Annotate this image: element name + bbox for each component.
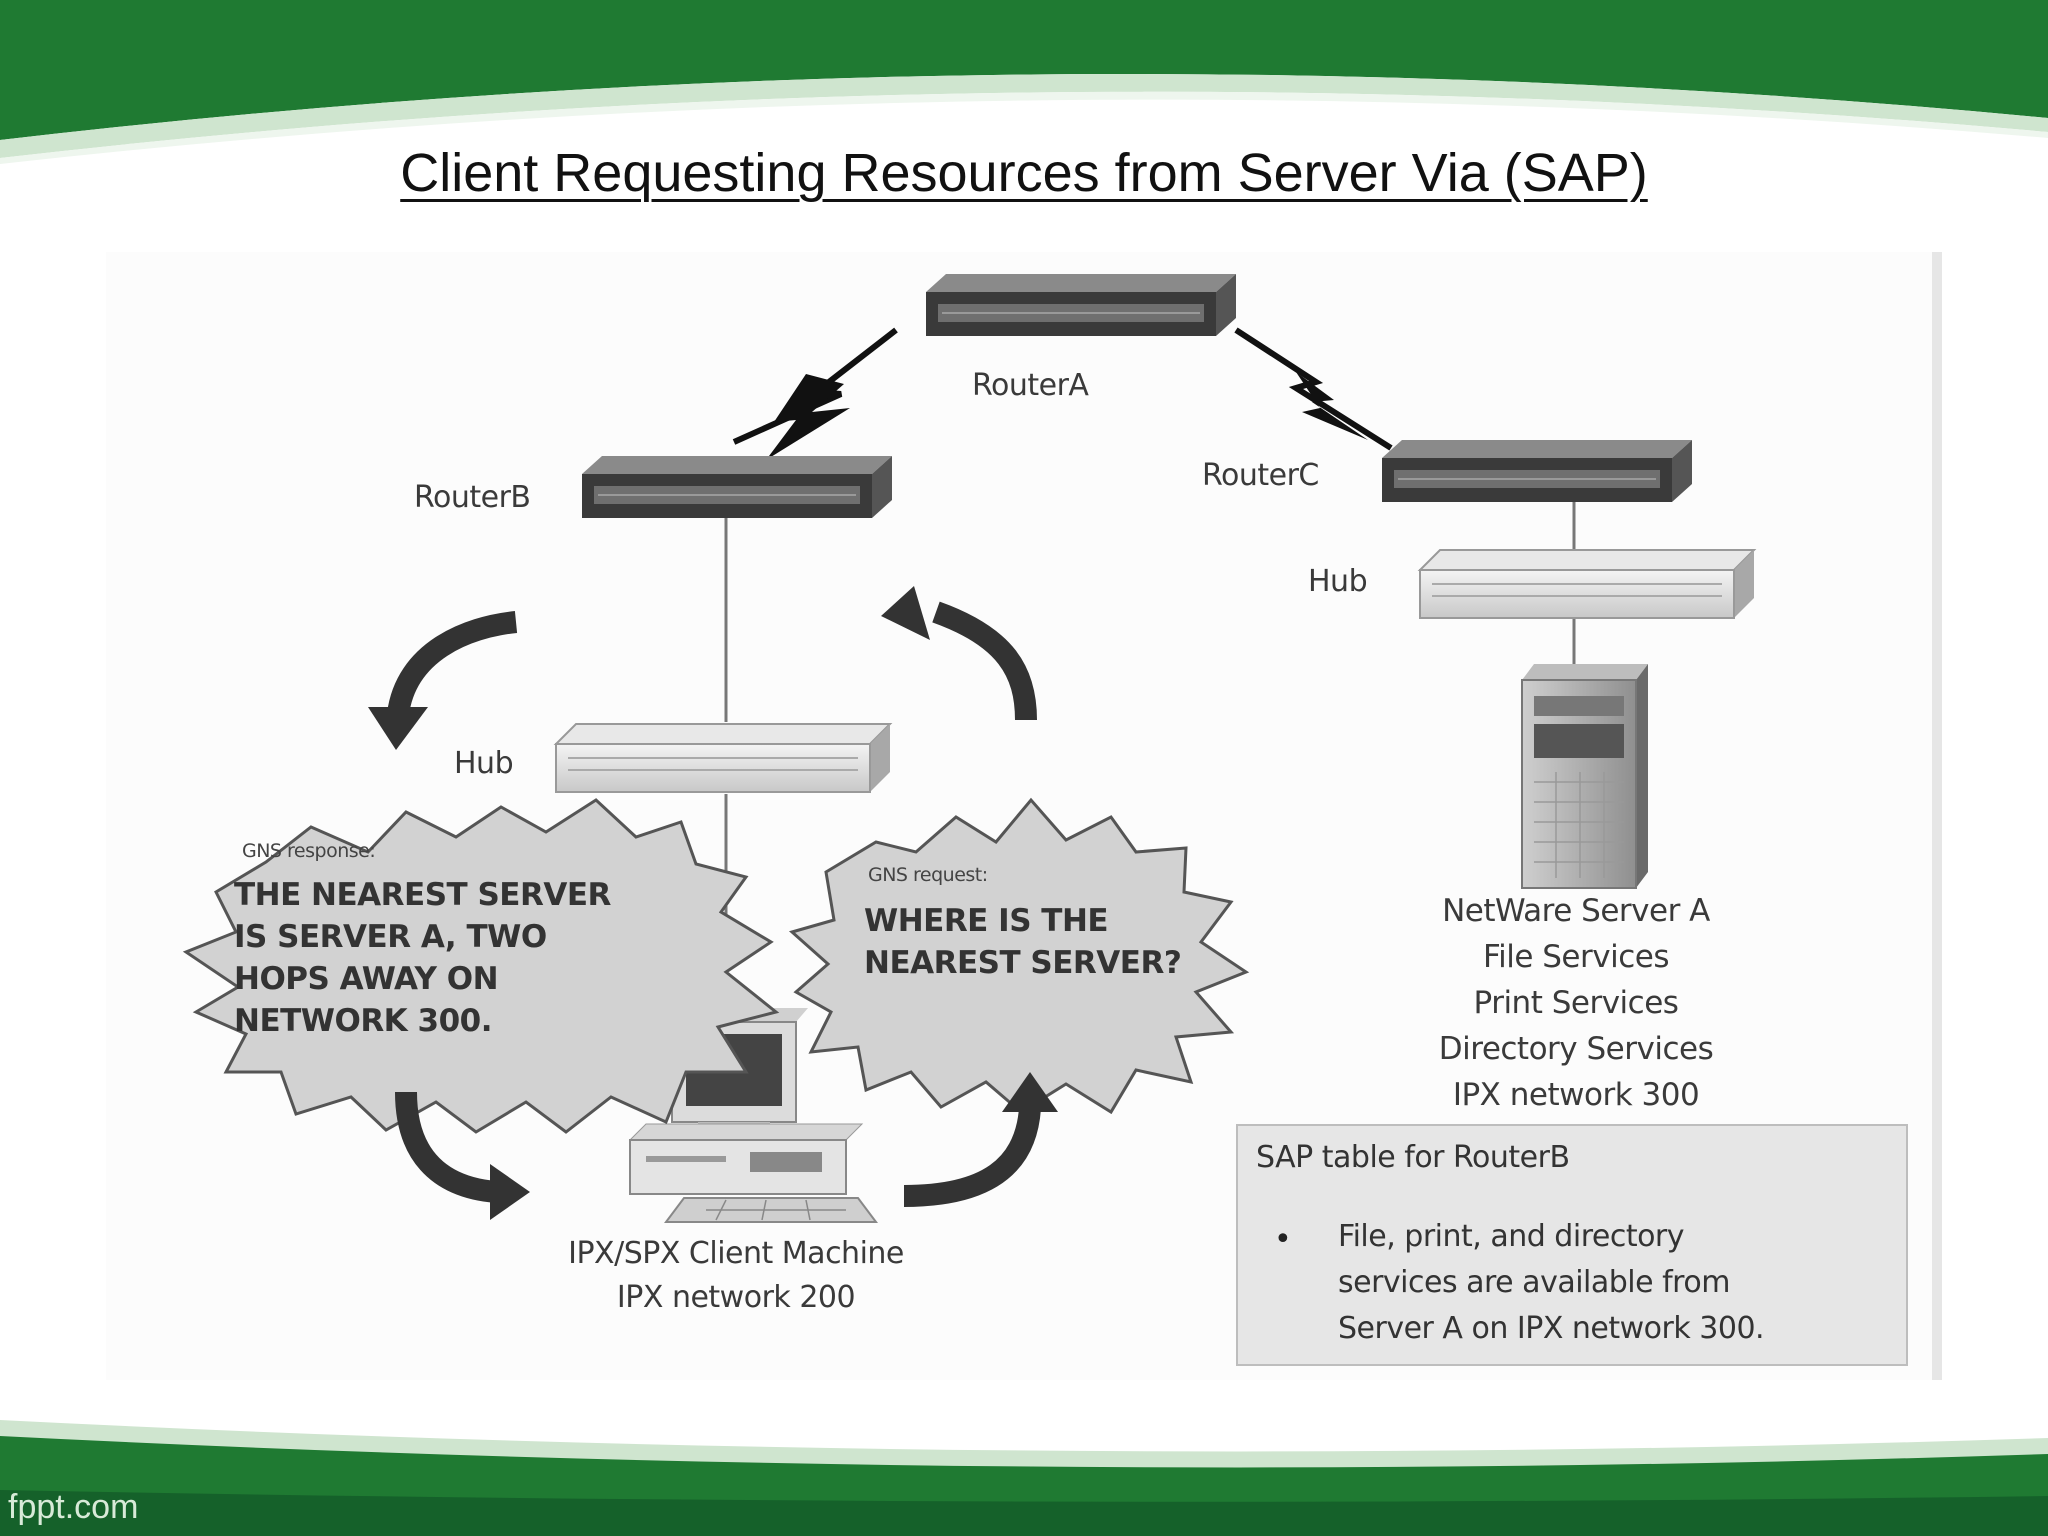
- sap-table-line: File, print, and directory: [1338, 1219, 1685, 1254]
- gns-response-line: NETWORK 300.: [234, 1003, 492, 1039]
- sap-table-title: SAP table for RouterB: [1256, 1140, 1570, 1175]
- top-header-band: [0, 0, 2048, 164]
- client-machine-label: IPX/SPX Client Machine IPX network 200: [526, 1232, 946, 1320]
- gns-response-text: THE NEAREST SERVER IS SERVER A, TWO HOPS…: [234, 874, 611, 1042]
- server-line: Directory Services: [1438, 1031, 1714, 1067]
- hub-left-label: Hub: [454, 746, 514, 781]
- sap-table-line: services are available from: [1338, 1265, 1730, 1300]
- server-line: IPX network 300: [1452, 1077, 1700, 1113]
- sap-table-line: Server A on IPX network 300.: [1338, 1311, 1765, 1346]
- sap-table-bullet: •: [1274, 1222, 1292, 1257]
- lightning-bolt-icon: [766, 374, 850, 460]
- router-c-icon: [1382, 440, 1692, 502]
- gns-request-line: WHERE IS THE: [864, 903, 1109, 939]
- sap-table-box: SAP table for RouterB • File, print, and…: [1236, 1124, 1908, 1366]
- flow-arrow-response-to-client-icon: [395, 1091, 530, 1220]
- router-b-icon: [582, 456, 892, 518]
- netware-server-label: NetWare Server A File Services Print Ser…: [1356, 888, 1796, 1118]
- router-a-icon: [926, 274, 1236, 336]
- netware-server-icon: [1521, 664, 1648, 889]
- brand-footer-text: fppt.com: [8, 1488, 139, 1526]
- gns-request-caption: GNS request:: [868, 864, 988, 886]
- gns-request-bubble-shape: [788, 797, 1250, 1115]
- client-machine-line: IPX/SPX Client Machine: [568, 1236, 904, 1271]
- router-a-label: RouterA: [972, 368, 1089, 403]
- gns-response-line: IS SERVER A, TWO: [234, 919, 547, 955]
- flow-arrow-client-to-request-icon: [903, 1072, 1058, 1207]
- bottom-footer-band: [0, 1420, 2048, 1536]
- client-machine-line: IPX network 200: [616, 1280, 856, 1315]
- router-b-label: RouterB: [414, 480, 531, 515]
- hub-left-icon: [553, 723, 893, 793]
- gns-response-bubble-shape: [182, 798, 780, 1134]
- flow-arrow-request-to-routerb-icon: [881, 586, 1037, 721]
- hub-right-label: Hub: [1308, 564, 1368, 599]
- hub-right-icon: [1417, 549, 1757, 619]
- flow-arrow-routerb-to-response-icon: [368, 611, 518, 750]
- gns-response-caption: GNS response:: [242, 840, 376, 862]
- slide-title: Client Requesting Resources from Server …: [400, 143, 1648, 203]
- server-line: Print Services: [1473, 985, 1679, 1021]
- gns-request-text: WHERE IS THE NEAREST SERVER?: [864, 900, 1182, 984]
- server-line: NetWare Server A: [1442, 893, 1710, 929]
- gns-response-line: THE NEAREST SERVER: [234, 877, 611, 913]
- sap-network-diagram: RouterA RouterB RouterC Hub Hub GNS resp…: [106, 252, 1942, 1380]
- lightning-bolt-icon: [1296, 372, 1368, 440]
- server-line: File Services: [1483, 939, 1669, 975]
- router-c-label: RouterC: [1202, 458, 1319, 493]
- gns-response-line: HOPS AWAY ON: [234, 961, 499, 997]
- sap-table-text: File, print, and directory services are …: [1338, 1214, 1765, 1352]
- diagram-graphics: [182, 274, 1757, 1223]
- gns-request-line: NEAREST SERVER?: [864, 945, 1182, 981]
